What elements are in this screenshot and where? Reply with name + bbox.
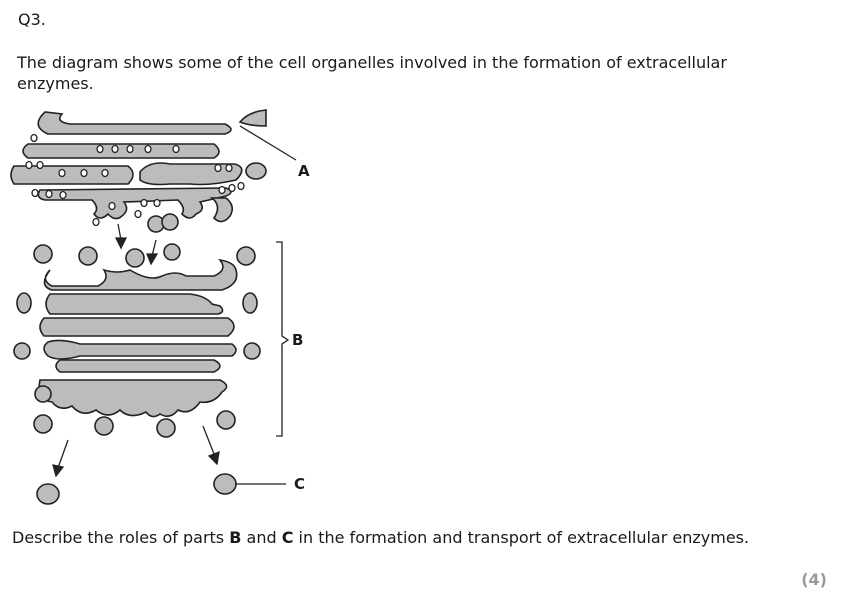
er-vesicle [245,162,267,180]
prompt-and: and [241,528,282,547]
question-prompt: Describe the roles of parts B and C in t… [12,528,749,547]
organelle-diagram: A B C [10,109,310,505]
label-b: B [292,331,303,349]
label-line-a [239,125,297,161]
golgi-apparatus [38,258,238,418]
marks-allocation: (4) [801,570,827,589]
ribosomes [25,133,245,227]
label-a: A [298,162,310,180]
question-number: Q3. [18,10,46,29]
er-vesicle [125,248,145,268]
transport-arrows-golgi-to-vesicles [52,425,220,478]
bracket-b [276,241,290,437]
prompt-prefix: Describe the roles of parts [12,528,230,547]
prompt-suffix: in the formation and transport of extrac… [293,528,750,547]
er-vesicle [161,213,179,231]
question-intro: The diagram shows some of the cell organ… [17,53,727,93]
er-vesicle [163,243,181,261]
label-c: C [294,475,305,493]
prompt-part-c: C [281,528,294,547]
transport-arrows-er-to-golgi [114,223,159,266]
prompt-part-b: B [229,528,242,547]
golgi-vesicles [13,244,261,438]
secretory-vesicle-c [213,473,237,495]
secretory-vesicle [36,483,60,505]
